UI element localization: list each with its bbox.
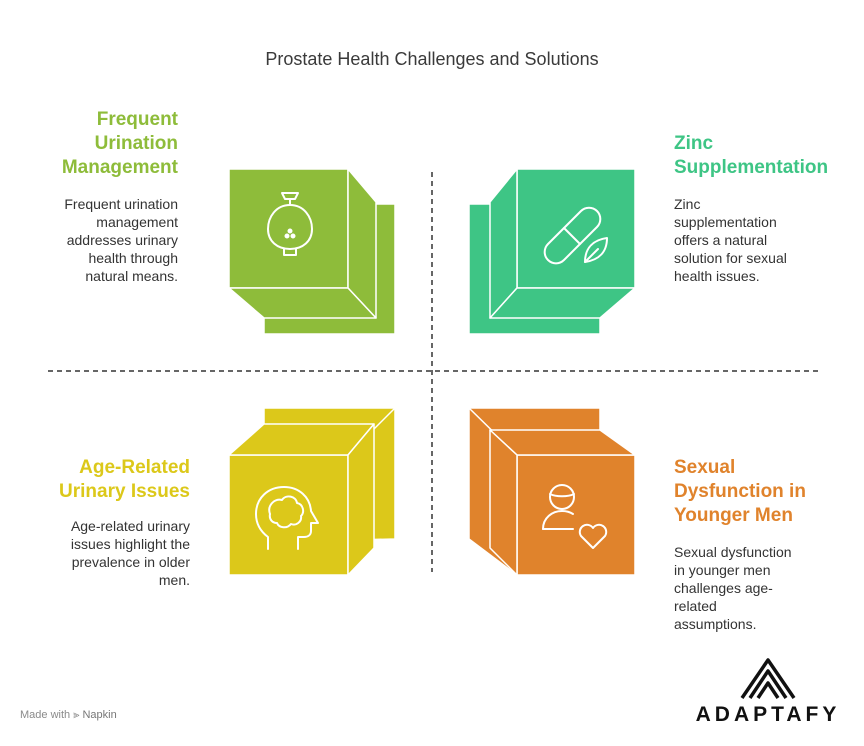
page-title: Prostate Health Challenges and Solutions (265, 49, 599, 69)
adaptafy-logo-icon (740, 658, 796, 699)
heading-sexual-dysfunction: Sexual Dysfunction in Younger Men (674, 457, 806, 526)
block-zinc (468, 168, 636, 335)
footer: Made with ⫸ Napkin (20, 709, 117, 722)
desc-sexual-dysfunction: Sexual dysfunction in younger men challe… (674, 544, 792, 632)
block-age-related (228, 407, 396, 576)
desc-frequent-urination: Frequent urination management addresses … (64, 196, 178, 284)
heading-frequent-urination: Frequent Urination Management (61, 109, 178, 178)
person-heart-icon (542, 484, 608, 549)
heading-age-related: Age-Related Urinary Issues (59, 457, 190, 502)
urinal-icon (267, 192, 313, 256)
head-brain-icon (255, 486, 319, 550)
napkin-icon: ⫸ (73, 709, 80, 721)
desc-zinc: Zinc supplementation offers a natural so… (674, 196, 787, 284)
desc-age-related: Age-related urinary issues highlight the… (70, 518, 190, 588)
made-with-label: Made with (20, 709, 71, 721)
logo-text: ADAPTAFY (695, 703, 841, 726)
napkin-brand: Napkin (82, 709, 117, 721)
heading-zinc: Zinc Supplementation (674, 133, 829, 178)
block-sexual-dysfunction (468, 407, 636, 576)
pill-leaf-icon (543, 206, 608, 265)
block-frequent-urination (228, 168, 396, 335)
